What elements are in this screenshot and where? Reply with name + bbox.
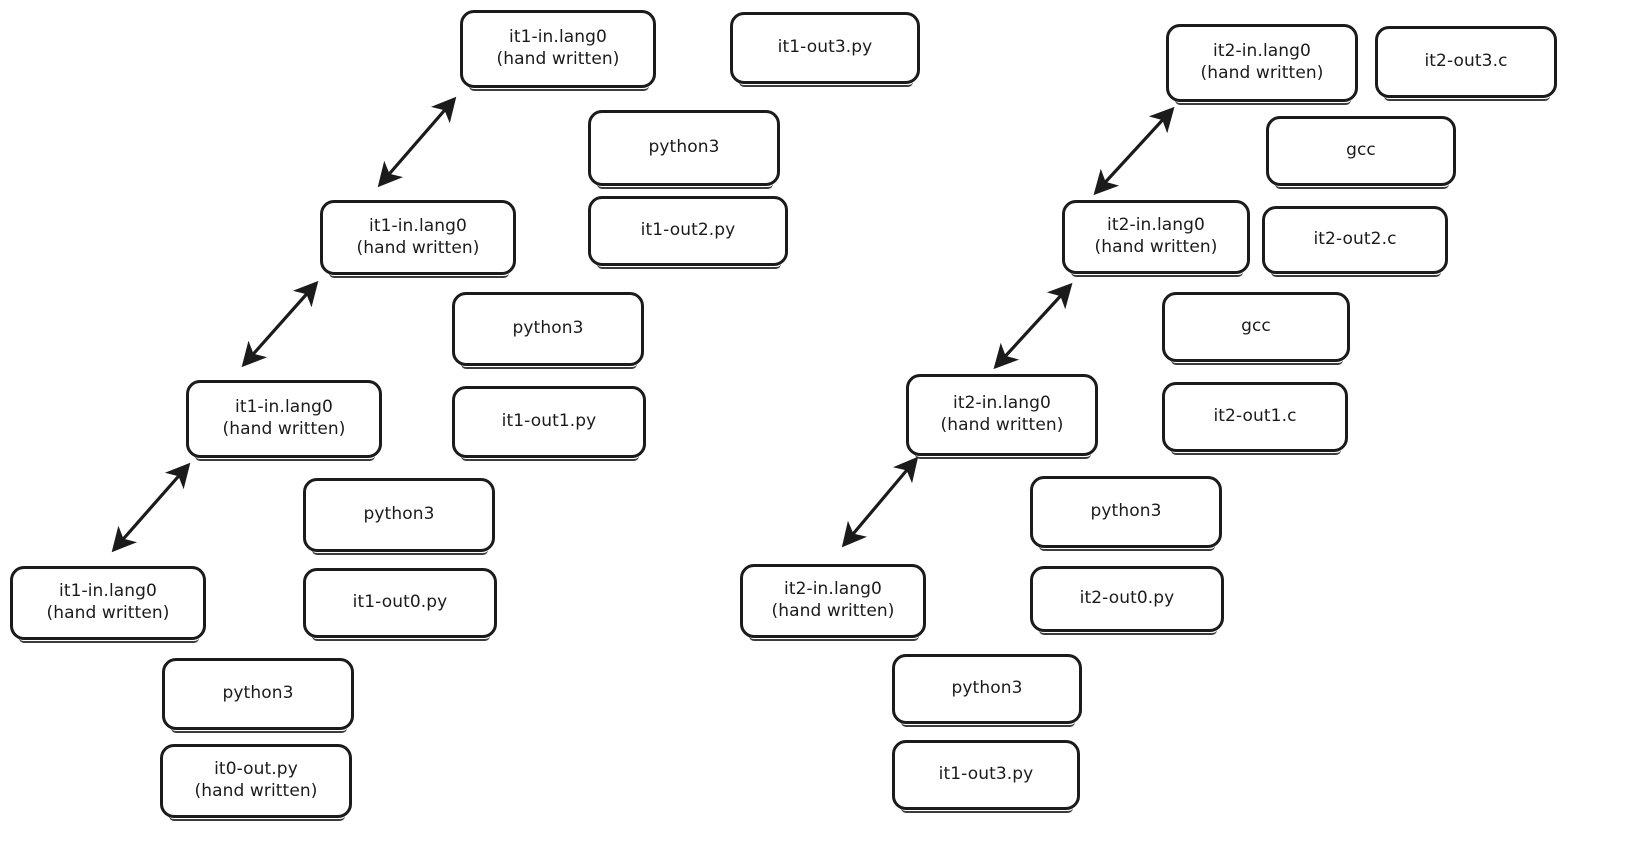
diagram-node-l-in-2[interactable]: it1-in.lang0 (hand written) [320, 200, 516, 278]
diagram-node-l-py-b[interactable]: python3 [162, 658, 354, 733]
diagram-node-r-in-3[interactable]: it2-in.lang0 (hand written) [1166, 24, 1358, 105]
diagram-node-l-it0[interactable]: it0-out.py (hand written) [160, 744, 352, 821]
diagram-arrow-r-arrow-1 [841, 456, 919, 548]
diagram-node-l-out1[interactable]: it1-out1.py [452, 386, 646, 461]
diagram-node-l-out3[interactable]: it1-out3.py [730, 12, 920, 87]
diagram-node-r-in-2[interactable]: it2-in.lang0 (hand written) [1062, 200, 1250, 277]
diagram-node-r-out3[interactable]: it2-out3.c [1375, 26, 1557, 101]
diagram-arrow-l-arrow-2 [241, 280, 319, 368]
diagram-node-l-py-1[interactable]: python3 [452, 292, 644, 369]
diagram-node-r-in-1[interactable]: it2-in.lang0 (hand written) [906, 374, 1098, 459]
diagram-arrow-l-arrow-3 [377, 96, 457, 188]
diagram-node-l-py-2[interactable]: python3 [588, 110, 780, 189]
diagram-node-l-py-0[interactable]: python3 [303, 478, 495, 555]
diagram-arrow-r-arrow-2 [993, 282, 1073, 370]
diagram-arrow-r-arrow-3 [1093, 106, 1175, 196]
diagram-node-l-in-3[interactable]: it1-in.lang0 (hand written) [460, 10, 656, 91]
diagram-node-l-in-1[interactable]: it1-in.lang0 (hand written) [186, 380, 382, 461]
diagram-node-l-out0[interactable]: it1-out0.py [303, 568, 497, 641]
diagram-node-r-in-0[interactable]: it2-in.lang0 (hand written) [740, 564, 926, 641]
diagram-node-r-out0[interactable]: it2-out0.py [1030, 566, 1224, 635]
diagram-node-l-in-0[interactable]: it1-in.lang0 (hand written) [10, 566, 206, 643]
diagram-node-r-out1[interactable]: it2-out1.c [1162, 382, 1348, 455]
diagram-node-r-py-0[interactable]: python3 [1030, 476, 1222, 551]
diagram-node-r-out2[interactable]: it2-out2.c [1262, 206, 1448, 277]
diagram-node-l-out2[interactable]: it1-out2.py [588, 196, 788, 269]
diagram-node-r-py-b[interactable]: python3 [892, 654, 1082, 727]
diagram-node-r-it1[interactable]: it1-out3.py [892, 740, 1080, 813]
diagram-node-r-gcc-1[interactable]: gcc [1162, 292, 1350, 365]
diagram-node-r-gcc-2[interactable]: gcc [1266, 116, 1456, 189]
diagram-arrow-l-arrow-1 [111, 462, 191, 553]
